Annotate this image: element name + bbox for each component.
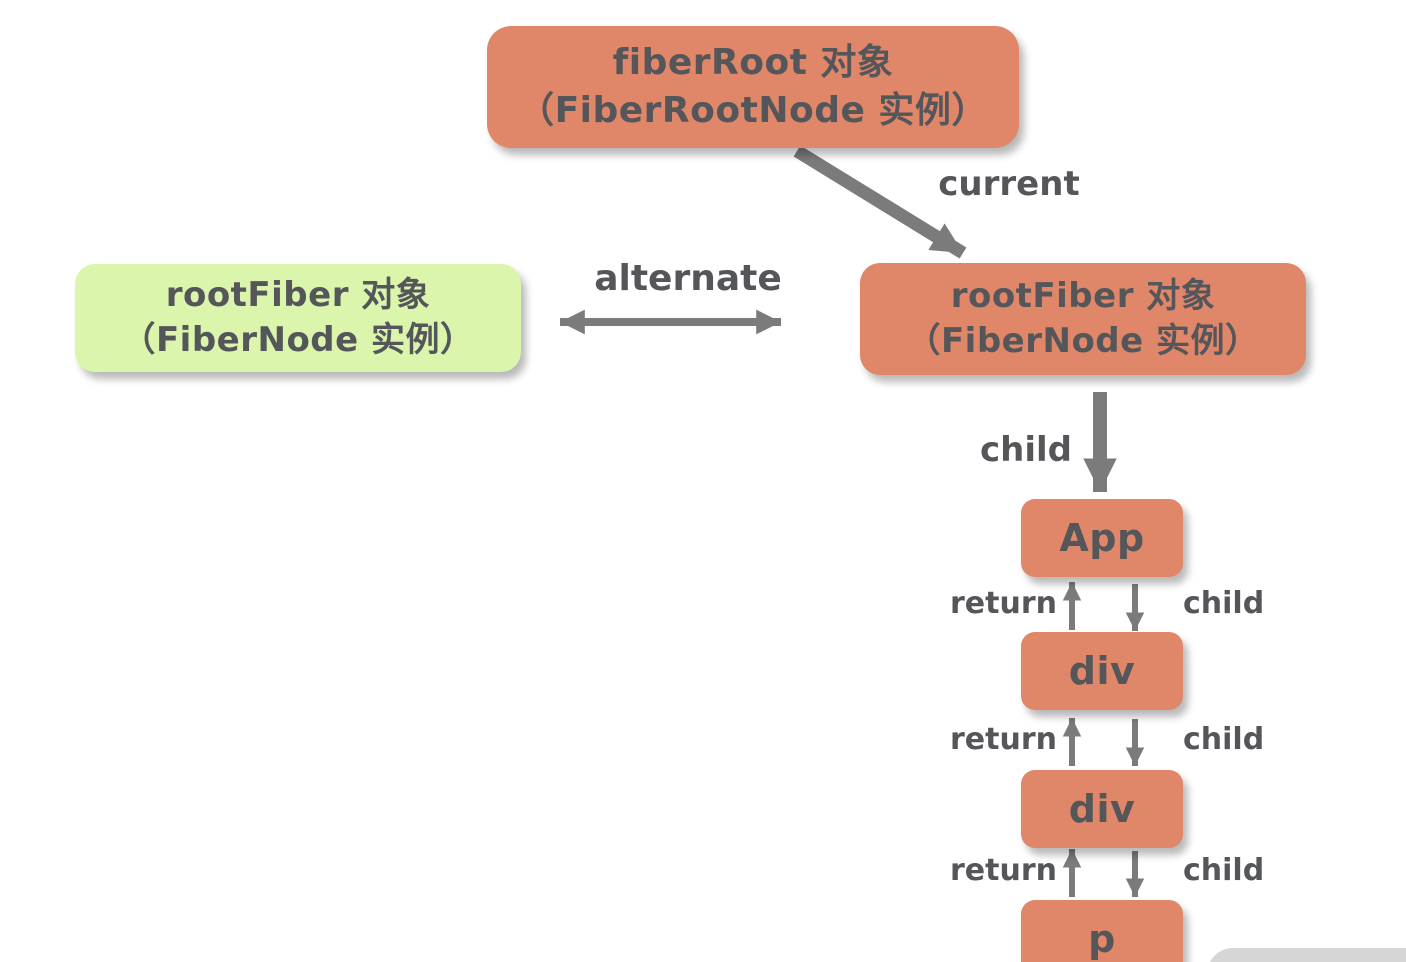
root-fiber-current-node: rootFiber 对象 （FiberNode 实例）: [860, 263, 1306, 375]
fiber-root-label-line2: （FiberRootNode 实例）: [518, 90, 988, 131]
return-edge-label-3: return: [950, 853, 1057, 888]
tree-node-p: p: [1021, 900, 1183, 962]
root-fiber-current-label-line2: （FiberNode 实例）: [906, 321, 1260, 361]
tree-node-div-2: div: [1021, 770, 1183, 848]
partial-gray-node: [1207, 948, 1406, 962]
tree-node-div-2-label: div: [1068, 786, 1136, 831]
tree-node-div-1: div: [1021, 632, 1183, 710]
root-fiber-alternate-label-line1: rootFiber 对象: [165, 275, 431, 316]
root-fiber-current-label-line1: rootFiber 对象: [950, 276, 1216, 317]
tree-node-app: App: [1021, 499, 1183, 577]
child-edge-label-3: child: [1183, 853, 1265, 888]
child-edge-label-1: child: [1183, 586, 1265, 621]
tree-node-div-1-label: div: [1068, 648, 1136, 693]
fiber-root-node: fiberRoot 对象 （FiberRootNode 实例）: [487, 26, 1019, 148]
child-root-edge-label: child: [979, 430, 1072, 470]
child-edge-label-2: child: [1183, 722, 1265, 757]
return-edge-label-2: return: [950, 722, 1057, 757]
fiber-root-label-line1: fiberRoot 对象: [612, 42, 894, 84]
tree-node-p-label: p: [1088, 916, 1116, 961]
root-fiber-alternate-node: rootFiber 对象 （FiberNode 实例）: [75, 264, 521, 372]
tree-node-app-label: App: [1059, 515, 1145, 560]
current-edge-label: current: [938, 164, 1080, 204]
alternate-edge-label: alternate: [594, 258, 782, 299]
return-edge-label-1: return: [950, 586, 1057, 621]
root-fiber-alternate-label-line2: （FiberNode 实例）: [121, 320, 475, 360]
